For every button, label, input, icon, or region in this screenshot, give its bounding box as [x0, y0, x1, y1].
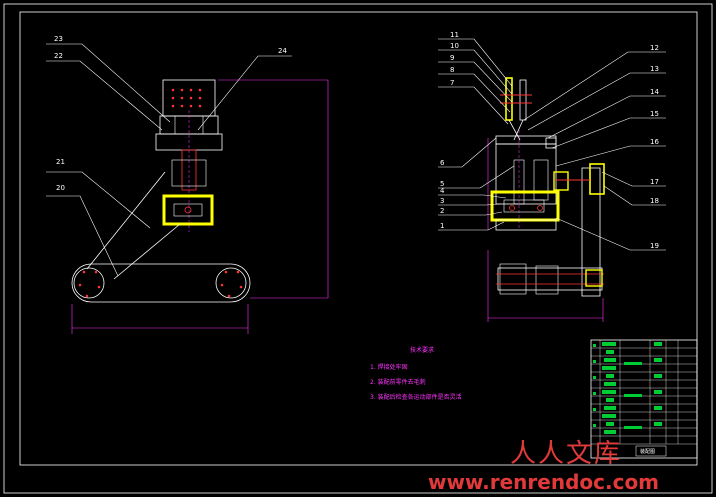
label-18: 18 — [650, 197, 659, 205]
right-view: 11 10 9 8 7 6 5 4 3 2 1 12 13 14 15 16 1… — [438, 31, 666, 322]
tech-requirements: 技术要求 1. 焊接处牢固 2. 装配前零件去毛刺 3. 装配后检查各运动部件是… — [370, 346, 462, 401]
label-21: 21 — [56, 158, 65, 166]
label-17: 17 — [650, 178, 659, 186]
label-10: 10 — [450, 42, 459, 50]
label-6: 6 — [440, 159, 445, 167]
parts-list-grid — [591, 340, 697, 445]
label-7: 7 — [450, 79, 454, 87]
left-view: 23 22 24 21 20 — [46, 35, 329, 334]
gripper-block — [162, 194, 214, 226]
label-5: 5 — [440, 180, 444, 188]
tech-title: 技术要求 — [410, 346, 434, 354]
title-block: 装配图 — [590, 339, 698, 459]
tech-item-1: 1. 焊接处牢固 — [370, 363, 408, 371]
label-22: 22 — [54, 52, 63, 60]
label-8: 8 — [450, 66, 454, 74]
label-19: 19 — [650, 242, 659, 250]
side-rail — [581, 167, 601, 297]
base-belt — [71, 263, 251, 303]
watermark-url[interactable]: www.renrendoc.com — [428, 470, 660, 494]
parts-list-green-entries — [593, 342, 662, 434]
label-2: 2 — [440, 207, 444, 215]
label-12: 12 — [650, 44, 659, 52]
label-1: 1 — [440, 222, 444, 230]
outer-border — [3, 3, 713, 494]
label-9: 9 — [450, 54, 454, 62]
right-wheel — [215, 267, 247, 299]
tech-item-3: 3. 装配后检查各运动部件是否灵活 — [370, 393, 462, 401]
label-23: 23 — [54, 35, 63, 43]
watermark-brand: 人人文库 — [510, 439, 623, 469]
left-wheel — [73, 267, 105, 299]
label-11: 11 — [450, 31, 459, 39]
tech-item-2: 2. 装配前零件去毛刺 — [370, 378, 426, 386]
inner-frame — [19, 11, 698, 466]
label-3: 3 — [440, 197, 444, 205]
arm-upper — [86, 171, 166, 270]
label-20: 20 — [56, 184, 65, 192]
label-4: 4 — [440, 187, 445, 195]
body-frame — [495, 143, 557, 205]
label-13: 13 — [650, 65, 659, 73]
label-15: 15 — [650, 110, 659, 118]
label-14: 14 — [650, 88, 659, 96]
motor-holes — [171, 88, 202, 108]
label-24: 24 — [278, 47, 287, 55]
label-16: 16 — [650, 138, 659, 146]
arm-lower — [113, 223, 181, 280]
drawing-name: 装配图 — [640, 448, 655, 455]
